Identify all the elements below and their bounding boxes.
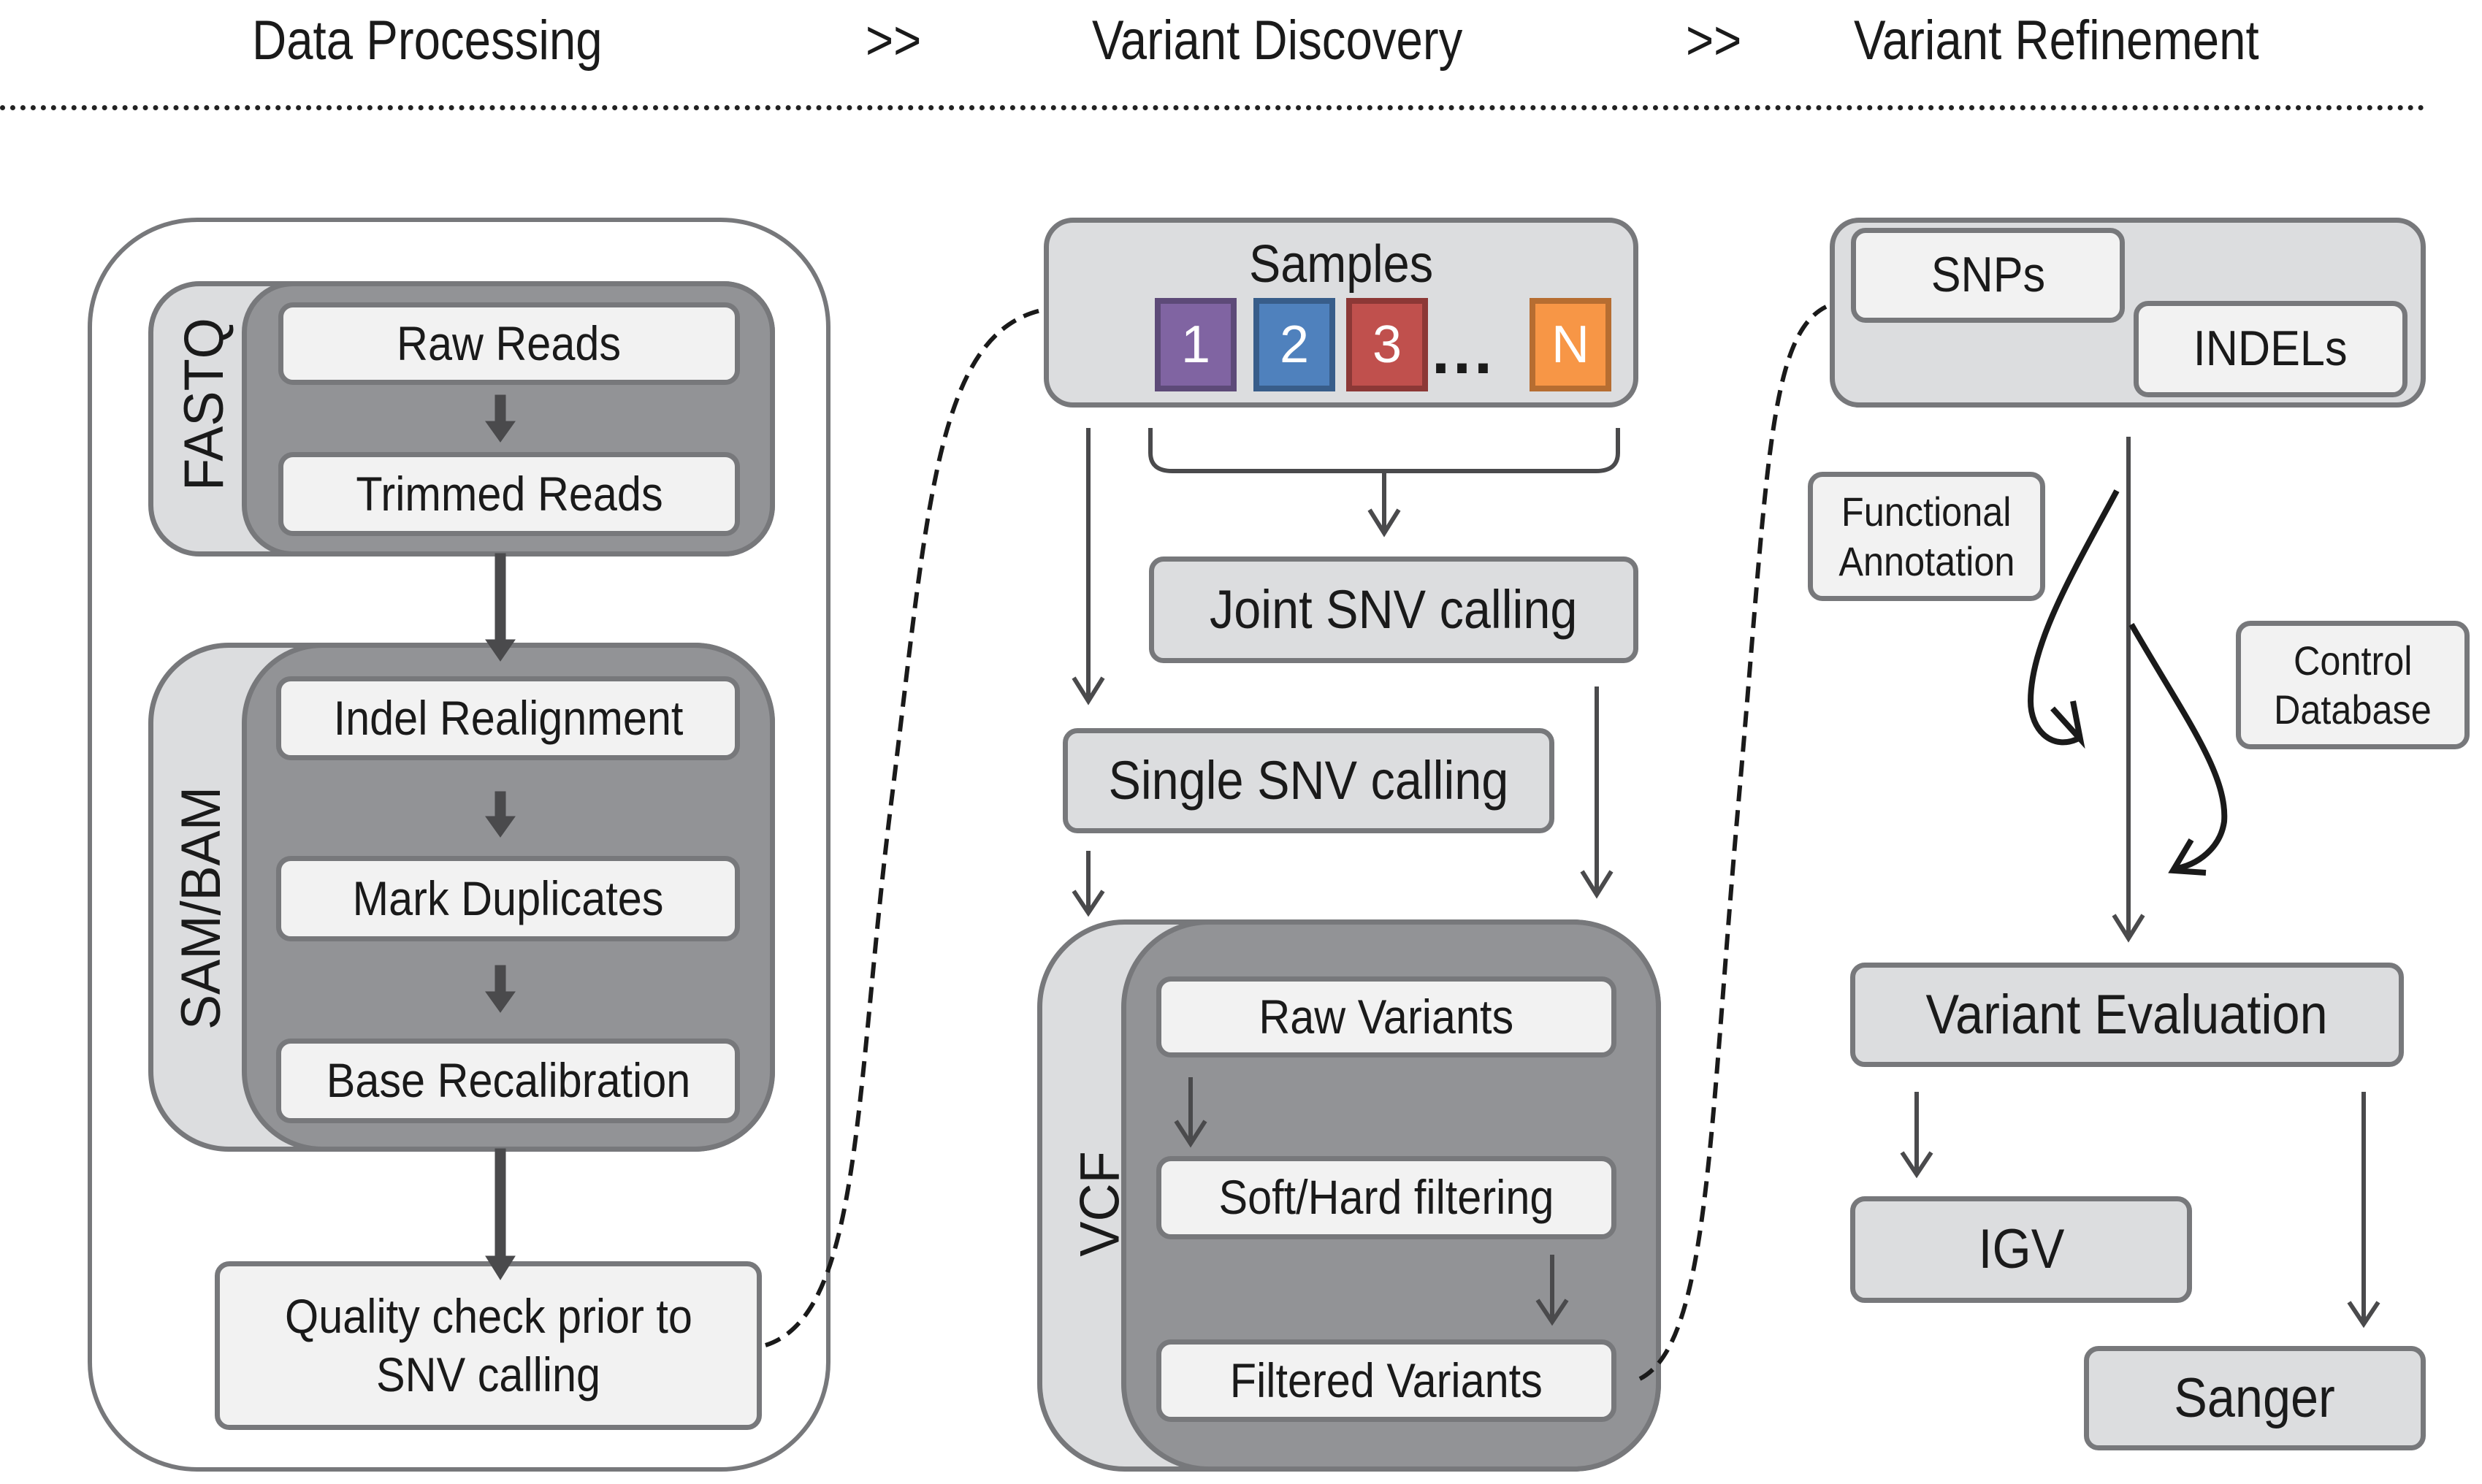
step-soft-hard-filtering[interactable]: Soft/Hard filtering	[1156, 1156, 1616, 1239]
stage-title-variant-discovery: Variant Discovery	[1092, 9, 1463, 72]
arrow-markdup-to-baserecal	[485, 965, 516, 1013]
stage-title-data-processing: Data Processing	[252, 9, 603, 72]
arrow-joint-to-vcf	[1580, 686, 1614, 899]
stage-separator: >>	[1686, 9, 1742, 72]
step-raw-reads[interactable]: Raw Reads	[278, 302, 740, 385]
arrow-evaluation-to-igv	[1900, 1092, 1933, 1179]
sample-n[interactable]: N	[1530, 298, 1611, 391]
sample-2[interactable]: 2	[1253, 298, 1335, 391]
control-database[interactable]: Control Database	[2236, 621, 2470, 749]
arrow-filtering-to-filtered	[1535, 1255, 1569, 1326]
arrow-raw-to-filtering	[1174, 1077, 1207, 1148]
step-raw-variants[interactable]: Raw Variants	[1156, 976, 1616, 1057]
step-trimmed-reads[interactable]: Trimmed Reads	[278, 452, 740, 536]
stage-separator: >>	[866, 9, 922, 72]
arrow-trimmed-to-indel	[485, 553, 516, 662]
dashed-connectors	[765, 305, 1828, 1381]
step-filtered-variants[interactable]: Filtered Variants	[1156, 1339, 1616, 1422]
samples-brace	[1148, 428, 1620, 473]
snps-box[interactable]: SNPs	[1851, 228, 2125, 323]
curve-control-database	[2128, 623, 2228, 872]
dashed-filtered-to-variants	[1638, 305, 1828, 1381]
arrow-evaluation-to-sanger	[2347, 1092, 2380, 1328]
step-quality-check[interactable]: Quality check prior to SNV calling	[215, 1261, 762, 1430]
samples-ellipsis: ...	[1432, 315, 1496, 388]
arrow-samples-to-single	[1072, 428, 1105, 705]
functional-annotation[interactable]: Functional Annotation	[1808, 472, 2045, 601]
samples-title: Samples	[1248, 235, 1434, 294]
step-base-recalibration[interactable]: Base Recalibration	[276, 1039, 740, 1123]
arrow-variants-to-evaluation	[2112, 437, 2145, 943]
header-divider	[0, 105, 2425, 110]
arrow-single-to-vcf	[1072, 851, 1105, 917]
dashed-qc-to-samples	[765, 308, 1042, 1347]
sample-3[interactable]: 3	[1346, 298, 1428, 391]
igv-box[interactable]: IGV	[1850, 1196, 2192, 1303]
arrow-raw-to-trimmed	[485, 394, 516, 443]
sanger-box[interactable]: Sanger	[2084, 1346, 2426, 1450]
joint-snv-calling[interactable]: Joint SNV calling	[1149, 556, 1638, 663]
stage-title-variant-refinement: Variant Refinement	[1854, 9, 2259, 72]
single-snv-calling[interactable]: Single SNV calling	[1063, 728, 1554, 833]
discovery-arrows	[1072, 428, 1620, 1326]
arrow-baserecal-to-qc	[485, 1148, 516, 1280]
curve-control-arrowhead	[2168, 838, 2207, 876]
arrow-indel-to-markdup	[485, 791, 516, 838]
curve-functional-annotation	[2027, 489, 2120, 746]
curve-functional-arrowhead	[2050, 700, 2085, 749]
refinement-arrows	[1900, 437, 2380, 1328]
step-mark-duplicates[interactable]: Mark Duplicates	[276, 856, 740, 941]
variant-evaluation[interactable]: Variant Evaluation	[1850, 963, 2404, 1067]
annotation-curves	[2027, 489, 2228, 876]
arrow-brace-to-joint	[1367, 471, 1401, 538]
step-indel-realignment[interactable]: Indel Realignment	[276, 676, 740, 760]
processing-arrows	[485, 394, 516, 1280]
indels-box[interactable]: INDELs	[2134, 301, 2407, 397]
sample-1[interactable]: 1	[1155, 298, 1237, 391]
